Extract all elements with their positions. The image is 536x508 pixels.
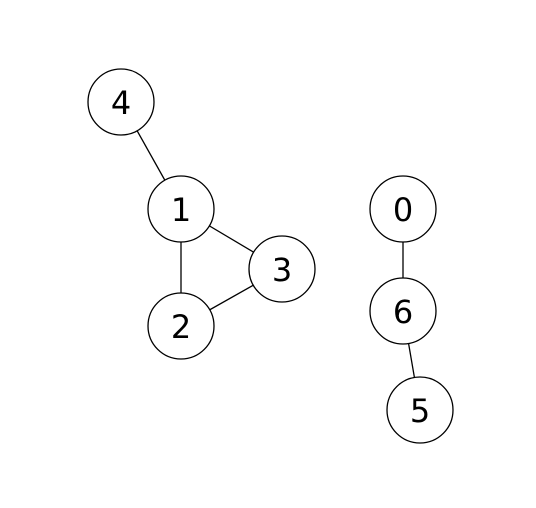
node-2: 2 [147,292,215,360]
node-label-4: 4 [111,84,131,122]
node-0: 0 [369,175,437,243]
node-label-1: 1 [171,191,191,229]
nodes-layer: 0 1 2 3 4 5 6 [87,68,454,444]
node-1: 1 [147,175,215,243]
node-label-2: 2 [171,308,191,346]
node-circle-1 [147,175,215,243]
node-circle-0 [369,175,437,243]
node-circle-4 [87,68,155,136]
node-label-5: 5 [410,392,430,430]
node-label-6: 6 [393,293,413,331]
node-3: 3 [248,235,316,303]
node-6: 6 [369,277,437,345]
node-circle-6 [369,277,437,345]
node-label-0: 0 [393,191,413,229]
node-label-3: 3 [272,251,292,289]
node-5: 5 [386,376,454,444]
node-circle-5 [386,376,454,444]
node-circle-3 [248,235,316,303]
node-4: 4 [87,68,155,136]
node-circle-2 [147,292,215,360]
